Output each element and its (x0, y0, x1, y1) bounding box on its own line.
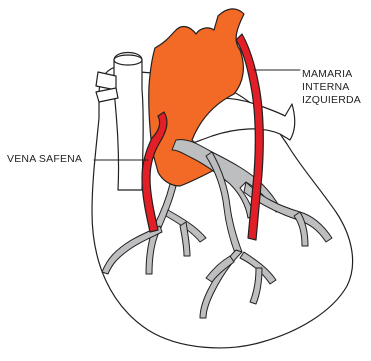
internal-mammary-label-line-2: INTERNA (302, 81, 361, 94)
vena-cava (114, 53, 143, 191)
internal-mammary-label: MAMARIA INTERNA IZQUIERDA (302, 68, 361, 107)
internal-mammary-label-line-1: MAMARIA (302, 68, 361, 81)
internal-mammary-label-line-3: IZQUIERDA (302, 94, 361, 107)
saphenous-vein-label: VENA SAFENA (7, 153, 82, 166)
vena-cava-opening (114, 55, 142, 65)
